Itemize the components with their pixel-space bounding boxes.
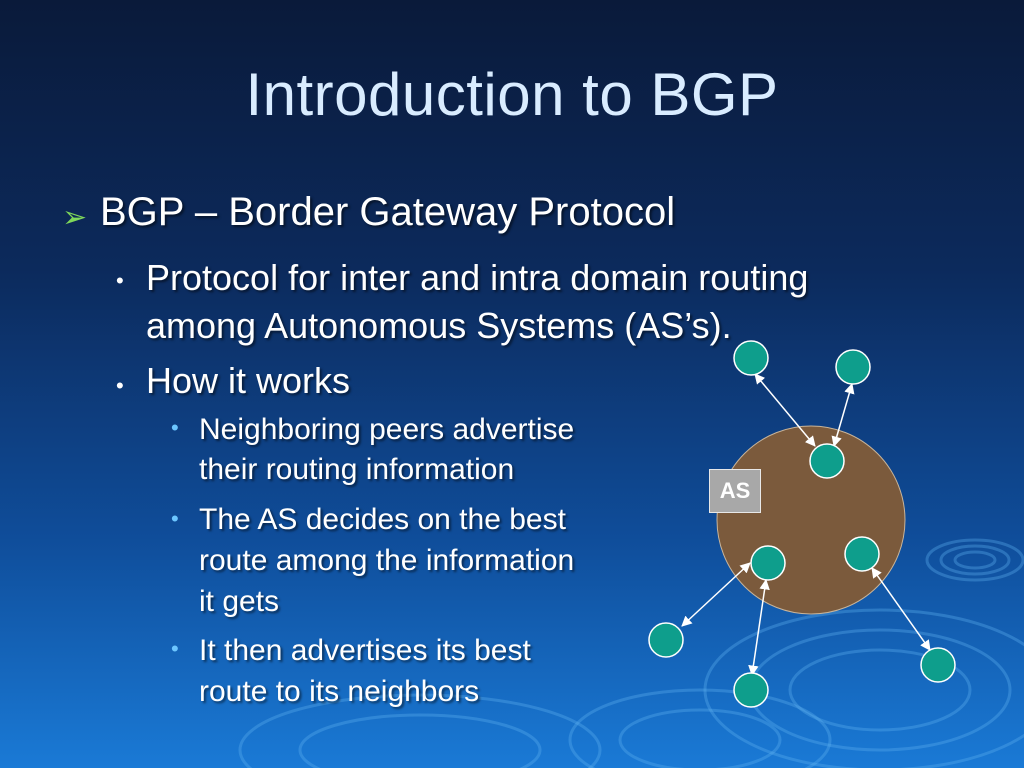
- sub-bullet-dot-icon: •: [171, 415, 179, 440]
- arrow-bullet-icon: ➢: [62, 201, 88, 234]
- bullet-dot-icon: •: [116, 373, 124, 398]
- node-outer-5: [920, 647, 956, 683]
- bullet-protocol-line1: Protocol for inter and intra domain rout…: [146, 257, 809, 298]
- node-outer-2: [835, 349, 871, 385]
- sub-bullet-dot-icon: •: [171, 506, 179, 531]
- sub-bullet-3-line1: It then advertises its best: [199, 634, 531, 667]
- sub-bullet-2-line1: The AS decides on the best: [199, 503, 566, 536]
- node-inner-top: [809, 443, 845, 479]
- node-outer-3: [648, 622, 684, 658]
- slide-title: Introduction to BGP: [245, 61, 779, 128]
- bullet-bgp: BGP – Border Gateway Protocol: [100, 190, 676, 234]
- node-inner-right: [844, 536, 880, 572]
- sub-bullet-1-line1: Neighboring peers advertise: [199, 413, 575, 446]
- node-inner-left: [750, 545, 786, 581]
- node-outer-4: [733, 672, 769, 708]
- as-label: AS: [709, 469, 761, 513]
- peer-link-3: [681, 562, 751, 627]
- bullet-how-it-works: How it works: [146, 360, 351, 401]
- peer-link-4: [748, 578, 770, 677]
- sub-bullet-2-line3: it gets: [199, 585, 280, 618]
- bullet-protocol-line2: among Autonomous Systems (AS’s).: [146, 305, 732, 346]
- sub-bullet-1-line2: their routing information: [199, 453, 515, 486]
- sub-bullet-dot-icon: •: [171, 636, 179, 661]
- sub-bullet-3-line2: route to its neighbors: [199, 675, 480, 708]
- peer-link-2: [831, 382, 855, 448]
- sub-bullet-2-line2: route among the information: [199, 544, 575, 577]
- peer-link-5: [871, 567, 931, 651]
- node-outer-1: [733, 340, 769, 376]
- peer-link-1: [754, 373, 816, 447]
- bullet-dot-icon: •: [116, 268, 124, 293]
